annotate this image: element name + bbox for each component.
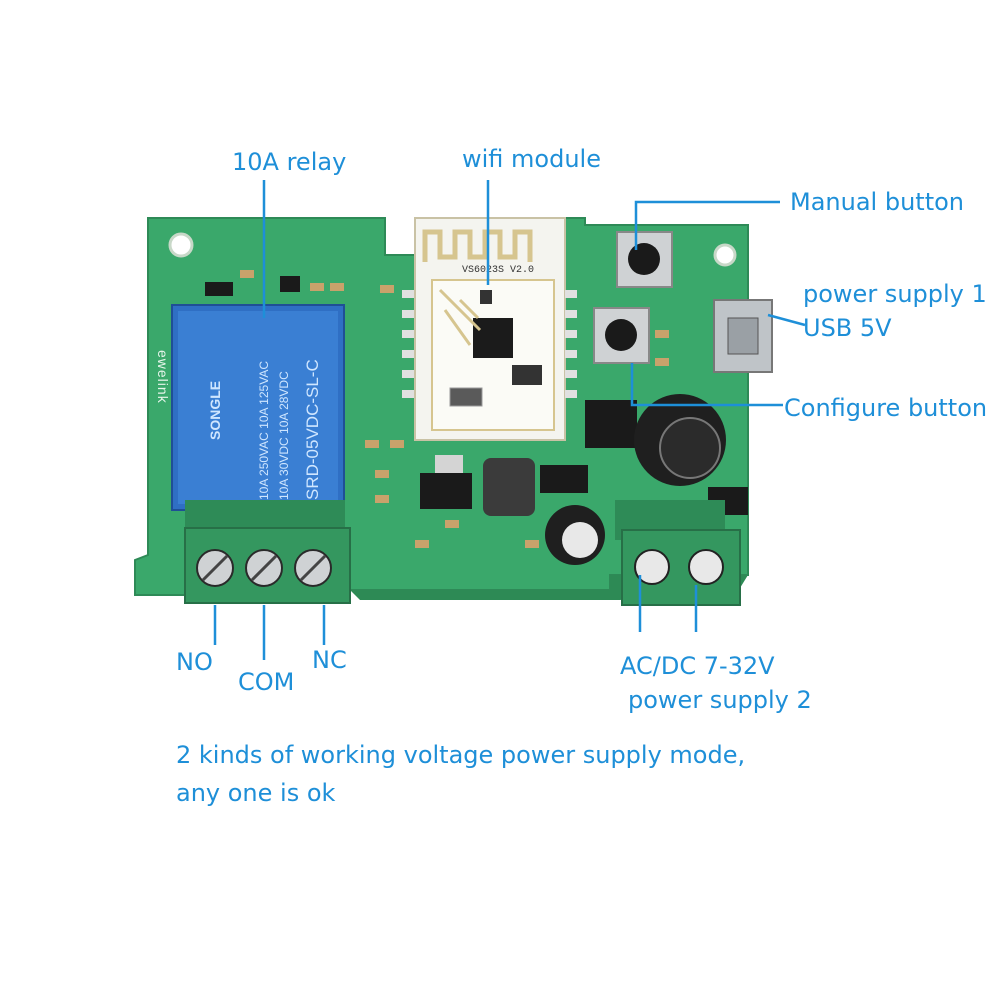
mounting-hole — [713, 243, 737, 267]
relay-model: SRD-05VDC-SL-C — [303, 359, 322, 500]
label-nc: NC — [312, 646, 347, 674]
footer-note-line-2: any one is ok — [176, 779, 336, 807]
regulator-tab — [435, 455, 463, 473]
mounting-hole — [168, 232, 194, 258]
smd-diode — [540, 465, 588, 493]
label-configure-button: Configure button — [784, 394, 988, 422]
electrolytic-capacitor — [634, 394, 726, 486]
configure-button — [593, 307, 650, 364]
silkscreen-brand: ewelink — [155, 350, 171, 404]
inductor — [483, 458, 535, 516]
label-com: COM — [238, 668, 295, 696]
crystal — [449, 387, 483, 407]
module-id: VS6023S V2.0 — [462, 265, 534, 276]
label-power-supply-2: power supply 2 — [628, 686, 812, 714]
smd-resistor — [330, 283, 344, 291]
relay: SONGLE 10A 250VAC 10A 125VAC 10A 30VDC 1… — [171, 304, 345, 511]
small-capacitor — [545, 505, 605, 565]
leader-lines — [213, 180, 806, 660]
voltage-regulator — [420, 473, 472, 509]
smd-resistor — [240, 270, 254, 278]
module-pins — [402, 290, 577, 398]
smd-resistor — [310, 283, 324, 291]
manual-button — [616, 231, 673, 288]
smd-components — [365, 285, 669, 548]
footer-note-line-1: 2 kinds of working voltage power supply … — [176, 741, 746, 769]
label-10a-relay: 10A relay — [232, 148, 347, 176]
label-power-supply-1: power supply 1 — [803, 280, 987, 308]
label-manual-button: Manual button — [790, 188, 964, 216]
ic-chip — [585, 400, 637, 448]
smd-transistor — [280, 276, 300, 292]
relay-rating-1: 10A 250VAC 10A 125VAC — [257, 361, 271, 500]
label-wifi-module: wifi module — [462, 145, 601, 173]
wifi-chip — [473, 318, 513, 358]
micro-usb-port — [713, 299, 773, 373]
label-no: NO — [176, 648, 213, 676]
wifi-module: VS6023S V2.0 — [414, 217, 566, 441]
label-ac-dc-voltage: AC/DC 7-32V — [620, 652, 775, 680]
relay-rating-2: 10A 30VDC 10A 28VDC — [277, 371, 291, 500]
relay-brand: SONGLE — [207, 381, 223, 440]
relay-terminal-block — [184, 500, 351, 604]
power-terminal-block — [615, 500, 741, 606]
label-usb-5v: USB 5V — [803, 314, 892, 342]
smd-diode — [205, 282, 233, 296]
